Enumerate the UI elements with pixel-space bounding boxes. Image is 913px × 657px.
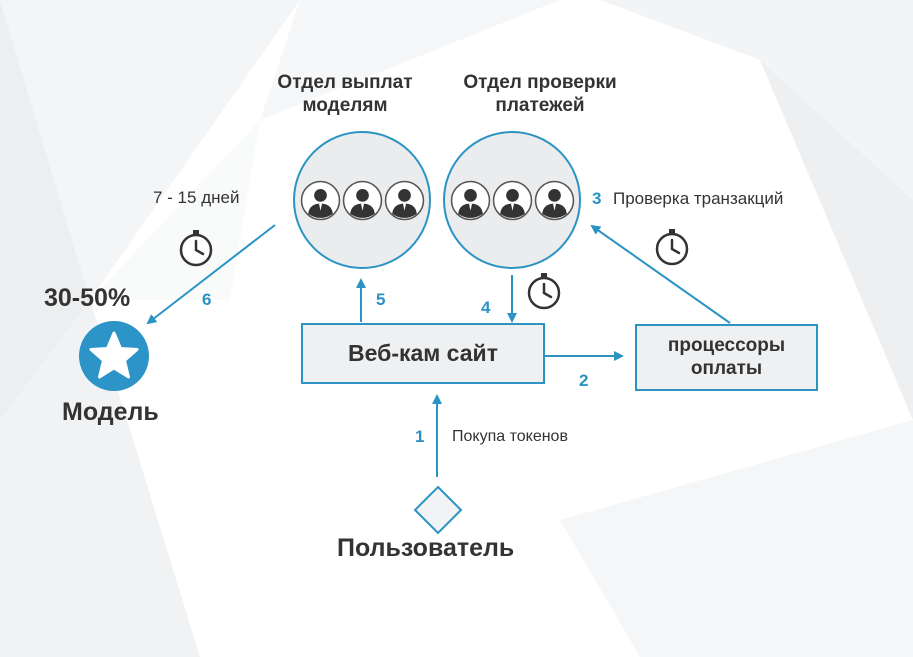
person-icon [384, 180, 424, 220]
person-icon [450, 180, 490, 220]
person-icon [492, 180, 532, 220]
person-icon [342, 180, 382, 220]
arrow-step-6 [146, 224, 276, 325]
webcam-site-box: Веб-кам сайт [301, 323, 545, 384]
arrow-step-3 [590, 224, 731, 324]
step-number-6: 6 [202, 290, 212, 309]
step-number-2: 2 [579, 371, 589, 390]
model-label: Модель [62, 398, 159, 426]
payout-department-circle [293, 131, 431, 269]
processors-label-line2: оплаты [690, 357, 763, 379]
star-icon [79, 321, 149, 391]
transaction-check-label: Проверка транзакций [613, 189, 784, 208]
model-percent: 30-50% [44, 284, 131, 312]
clock-icon [655, 229, 689, 266]
user-label: Пользователь [337, 534, 515, 562]
token-purchase-label: Покупа токенов [452, 428, 568, 445]
clock-icon [179, 230, 213, 267]
step-number-3: 3 [592, 189, 602, 208]
step-number-4: 4 [481, 298, 491, 317]
webcam-site-label: Веб-кам сайт [348, 340, 498, 366]
person-icon [534, 180, 574, 220]
step-number-5: 5 [376, 290, 386, 309]
verification-department-title: Отдел проверки платежей [463, 72, 617, 116]
payment-processors-box: процессоры оплаты [635, 324, 818, 391]
payout-department-title: Отдел выплат моделям [277, 72, 413, 116]
person-icon [300, 180, 340, 220]
processors-label-line1: процессоры [667, 334, 786, 356]
step-number-1: 1 [415, 427, 425, 446]
diamond-icon [413, 485, 463, 535]
verification-department-circle [443, 131, 581, 269]
payout-time-label: 7 - 15 дней [153, 188, 240, 207]
clock-icon [527, 273, 561, 310]
